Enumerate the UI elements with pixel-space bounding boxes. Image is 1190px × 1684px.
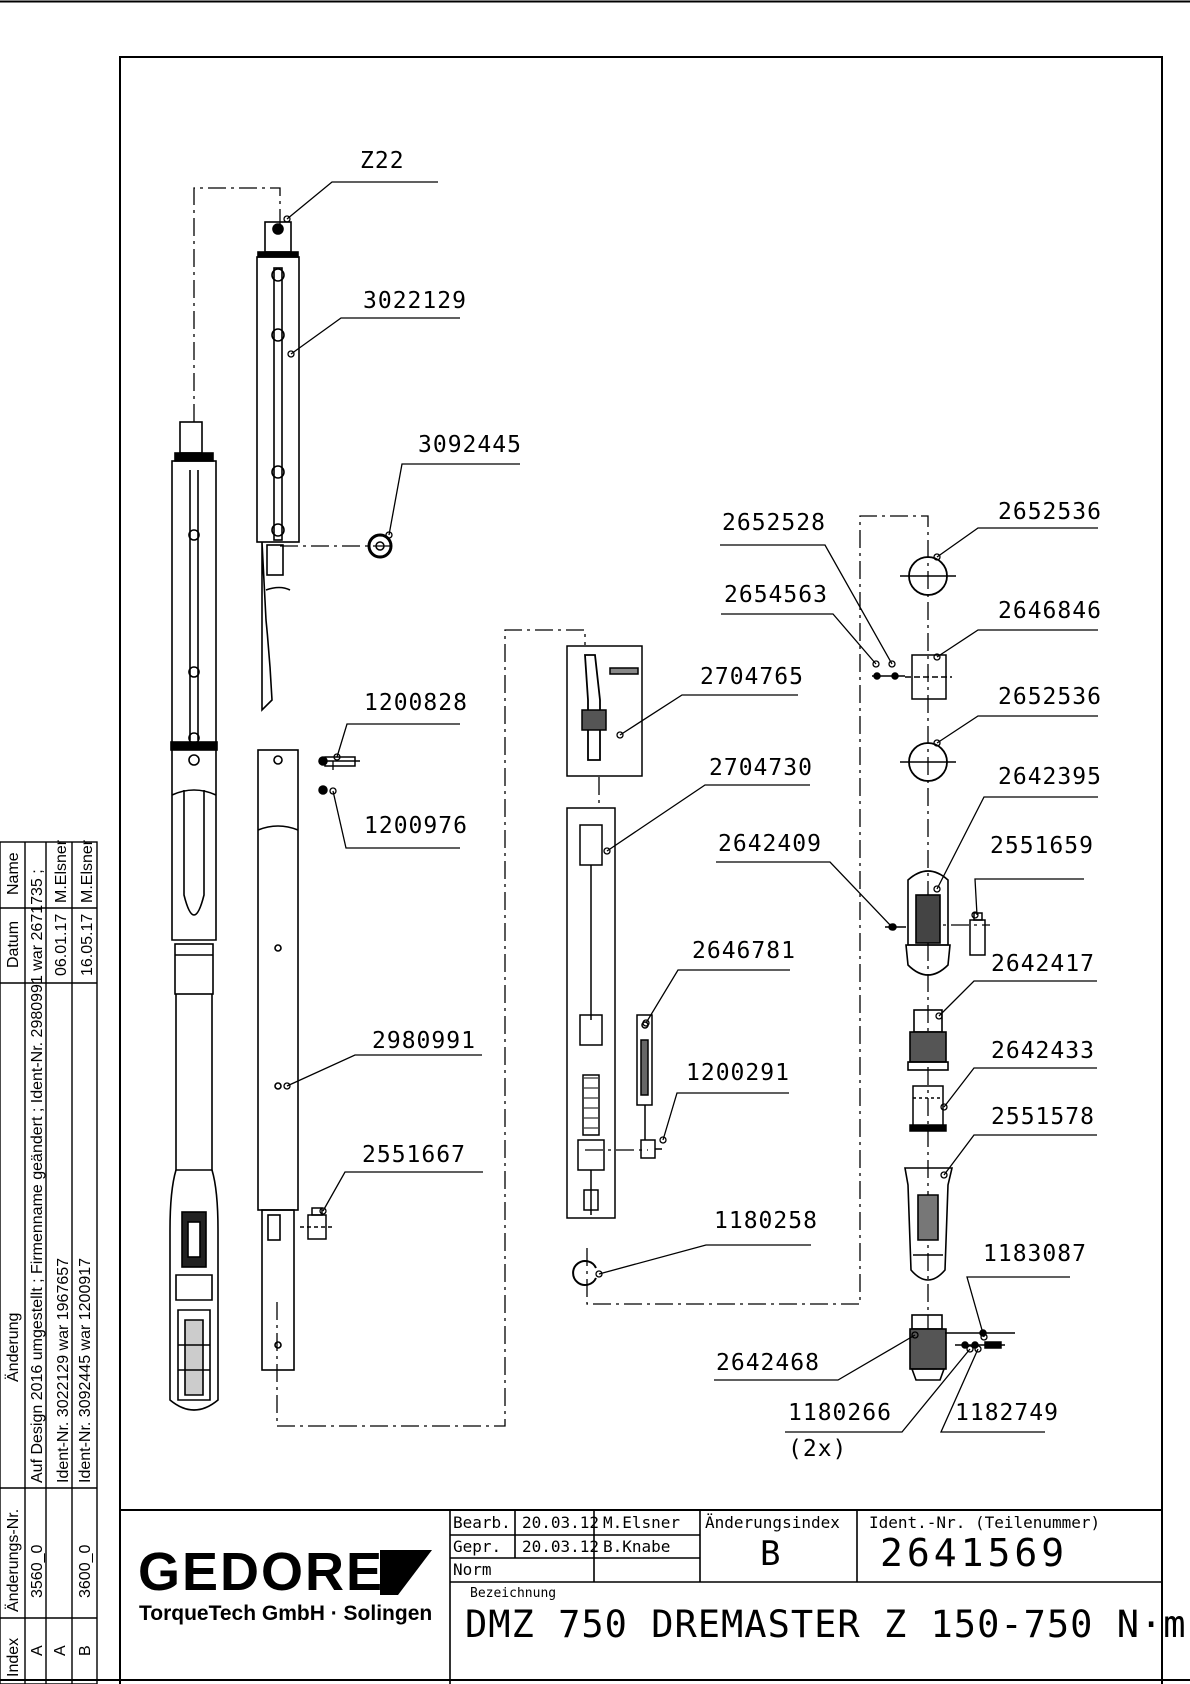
label-2642468: 2642468 [716,1350,820,1376]
label-2642395: 2642395 [998,764,1102,790]
cap-2551667 [300,1207,334,1240]
label-2704730: 2704730 [709,755,813,781]
assembled-wrench [169,421,219,1411]
rev-row1-change: Auf Design 2016 umgestellt ; Firmenname … [29,869,46,1483]
label-1180266: 1180266 [788,1400,892,1426]
handle-2551578 [904,1167,954,1281]
bezeichnung-label: Bezeichnung [470,1586,557,1601]
end-cap-2642468 [909,1314,947,1381]
aenderungsindex-value: B [760,1534,781,1574]
label-1183087: 1183087 [983,1241,1087,1267]
label-2551578: 2551578 [991,1104,1095,1130]
assembly-centerlines [193,187,990,1427]
drawing-frame [119,56,1163,1684]
revision-table-grid [0,841,98,1684]
rev-row1-index: A [29,1645,46,1656]
washer-2652536-top [900,556,956,596]
label-1200291: 1200291 [686,1060,790,1086]
ident-value: 2641569 [880,1531,1069,1575]
rev-header-change-no: Änderungs-Nr. [5,1508,22,1612]
ident-label: Ident.-Nr. (Teilenummer) [869,1513,1101,1532]
rev-row3-name: M.Elsner [79,839,96,903]
label-2642417: 2642417 [991,951,1095,977]
label-1182749: 1182749 [955,1400,1059,1426]
logo-mark [380,1550,432,1595]
rev-header-index: Index [5,1637,22,1677]
company-subtitle: TorqueTech GmbH · Solingen [139,1602,433,1625]
label-2551659: 2551659 [990,833,1094,859]
label-2551667: 2551667 [362,1142,466,1168]
label-2652536-bottom: 2652536 [998,684,1102,710]
label-2654563: 2654563 [724,582,828,608]
label-1200828: 1200828 [364,690,468,716]
label-2652528: 2652528 [722,510,826,536]
rev-header-change: Änderung [5,1312,22,1382]
label-z22: Z22 [360,148,405,174]
washer-2652536-bottom [900,742,956,782]
gepr-date: 20.03.12 [522,1537,600,1556]
label-2642433: 2642433 [991,1038,1095,1064]
pin-2654563-2652528 [872,672,905,680]
label-2642409: 2642409 [718,831,822,857]
rev-row1-date: 06.01.17 [53,913,70,976]
screw-1200291 [640,1139,662,1159]
rev-row3-change: Ident-Nr. 3092445 war 1200917 [77,1257,94,1483]
rev-header-name: Name [5,852,22,895]
rev-row1-name: M.Elsner [53,839,70,903]
nut-3092445 [367,533,393,559]
cap-2551659 [969,912,986,956]
label-2704765: 2704765 [700,664,804,690]
housing-2642395 [905,870,951,976]
gepr-label: Gepr. [453,1537,502,1556]
tube-2980991 [257,749,299,1371]
bearb-label: Bearb. [453,1513,511,1532]
drawing-title: DMZ 750 DREMASTER Z 150-750 N·m [465,1603,1187,1646]
rev-row1-change-no: 3560_0 [29,1544,46,1598]
gepr-name: B.Knabe [603,1537,671,1556]
bearb-date: 20.03.12 [522,1513,600,1532]
rev-row3-date: 16.05.17 [79,913,96,976]
label-1180266-qty: (2x) [788,1436,848,1462]
ring-1180258 [572,1260,597,1286]
label-2646781: 2646781 [692,938,796,964]
slider-2646781 [636,1014,653,1140]
mechanism-2704765 [566,645,643,777]
pins-1200828-1200976 [318,756,360,795]
bearb-name: M.Elsner [603,1513,681,1532]
label-1200976: 1200976 [364,813,468,839]
norm-label: Norm [453,1560,492,1579]
label-3092445: 3092445 [418,432,522,458]
label-2980991: 2980991 [372,1028,476,1054]
sleeve-2642433 [909,1085,947,1132]
rev-row3-index: B [77,1645,94,1656]
ratchet-head-2642417 [907,1009,949,1071]
ratchet-tube-3022129 [256,221,300,712]
label-2646846: 2646846 [998,598,1102,624]
company-logo: GEDORE [138,1542,385,1602]
bushing-2646846 [905,654,952,700]
screws-1183087-1180266-1182749 [945,1329,1015,1349]
aenderungsindex-label: Änderungsindex [705,1513,840,1532]
label-2652536-top: 2652536 [998,499,1102,525]
spring-assembly-2704730 [566,807,616,1219]
label-1180258: 1180258 [714,1208,818,1234]
label-3022129: 3022129 [363,288,467,314]
rev-row2-change: Ident-Nr. 3022129 war 1967657 [55,1257,72,1483]
rev-row3-change-no: 3600_0 [77,1544,94,1598]
leader-lines [283,181,1098,1433]
rev-row2-index: A [52,1645,69,1656]
rev-header-date: Datum [5,920,22,968]
title-block-grid [120,1509,1162,1684]
